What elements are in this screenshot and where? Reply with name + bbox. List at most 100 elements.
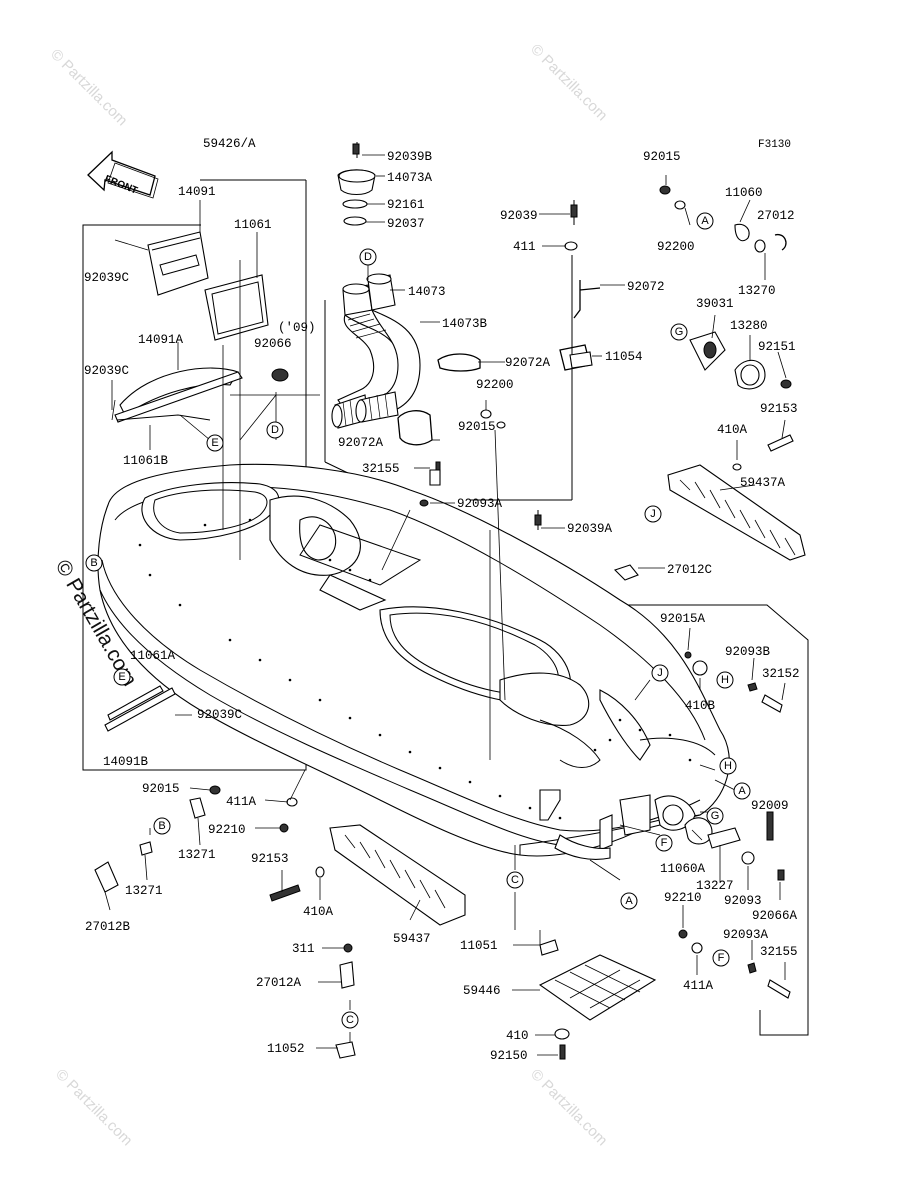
callout-92072A: 92072A [505, 356, 551, 370]
svg-text:C: C [511, 874, 519, 886]
callout-59426A: 59426/A [203, 137, 256, 151]
leader-lines [104, 154, 787, 1056]
callout-92039C: 92039C [84, 271, 129, 285]
callout-32152: 32152 [762, 667, 800, 681]
ref-marker-C: C [341, 1011, 359, 1029]
callout-92039B: 92039B [387, 150, 433, 164]
callout-410B: 410B [685, 699, 716, 713]
ref-marker-G: G [670, 323, 688, 341]
callout-411A: 411A [226, 795, 257, 809]
svg-text:D: D [271, 424, 279, 436]
callout-11061B: 11061B [123, 454, 169, 468]
callout-410: 410 [506, 1029, 529, 1043]
hardware-parts [419, 185, 806, 1060]
hull-body [97, 463, 730, 860]
ref-marker-D: D [266, 421, 284, 439]
ref-marker-A: A [620, 892, 638, 910]
callout-09: ('09) [278, 321, 316, 335]
svg-text:A: A [625, 895, 633, 907]
callout-92151: 92151 [758, 340, 796, 354]
callout-59437A: 59437A [740, 476, 786, 490]
svg-text:E: E [211, 437, 218, 449]
ref-marker-A: A [696, 212, 714, 230]
callout-92015: 92015 [142, 782, 180, 796]
ref-marker-G: G [706, 807, 724, 825]
ref-marker-D: D [359, 248, 377, 266]
svg-text:B: B [90, 557, 97, 569]
callout-13270: 13270 [738, 284, 776, 298]
callout-92210: 92210 [208, 823, 246, 837]
callout-92072A: 92072A [338, 436, 384, 450]
callout-11051: 11051 [460, 939, 498, 953]
callout-92150: 92150 [490, 1049, 528, 1063]
ref-marker-H: H [719, 757, 737, 775]
callout-411A: 411A [683, 979, 714, 993]
ref-marker-F: F [712, 949, 730, 967]
lower-left-parts [94, 785, 466, 1059]
callout-92015A: 92015A [660, 612, 706, 626]
svg-text:H: H [724, 760, 732, 772]
callout-14091B: 14091B [103, 755, 149, 769]
callout-92093A: 92093A [457, 497, 503, 511]
watermark-text: © Partzilla.com [52, 1066, 135, 1149]
callout-39031: 39031 [696, 297, 734, 311]
ref-marker-C: C [506, 871, 524, 889]
callout-92009: 92009 [751, 799, 789, 813]
watermark-text: © Partzilla.com [527, 41, 610, 124]
ref-marker-J: J [651, 664, 669, 682]
callout-411: 411 [513, 240, 536, 254]
callout-13280: 13280 [730, 319, 768, 333]
callout-92015: 92015 [643, 150, 681, 164]
svg-text:E: E [118, 671, 125, 683]
ref-marker-B: B [153, 817, 171, 835]
callout-92066: 92066 [254, 337, 292, 351]
svg-text:H: H [721, 674, 729, 686]
svg-text:G: G [675, 326, 684, 338]
svg-text:J: J [650, 508, 656, 520]
svg-text:G: G [711, 810, 720, 822]
ref-marker-H: H [716, 671, 734, 689]
callout-92153: 92153 [251, 852, 289, 866]
ref-marker-A: A [733, 782, 751, 800]
ref-marker-E: E [206, 434, 224, 452]
ref-marker-J: J [644, 505, 662, 523]
callout-92039A: 92039A [567, 522, 613, 536]
callout-27012C: 27012C [667, 563, 712, 577]
callout-11061: 11061 [234, 218, 272, 232]
callout-27012B: 27012B [85, 920, 131, 934]
callout-11060A: 11060A [660, 862, 706, 876]
callout-92210: 92210 [664, 891, 702, 905]
svg-text:A: A [738, 785, 746, 797]
watermark-text: © Partzilla.com [527, 1066, 610, 1149]
callout-92015: 92015 [458, 420, 496, 434]
callout-92039C: 92039C [84, 364, 129, 378]
callout-11060: 11060 [725, 186, 763, 200]
figure-code: F3130 [758, 139, 791, 151]
callout-92200: 92200 [657, 240, 695, 254]
callout-27012A: 27012A [256, 976, 302, 990]
svg-text:F: F [661, 837, 668, 849]
callout-92093A: 92093A [723, 928, 769, 942]
callout-13271: 13271 [178, 848, 216, 862]
svg-text:J: J [657, 667, 663, 679]
hatch-parts [104, 231, 289, 732]
callout-92039C: 92039C [197, 708, 242, 722]
callout-11054: 11054 [605, 350, 643, 364]
callout-92072: 92072 [627, 280, 665, 294]
ref-marker-F: F [655, 834, 673, 852]
part-callouts: 59426/A 14091 11061 92039C ('09) 92066 1… [84, 137, 800, 1063]
callout-14073B: 14073B [442, 317, 488, 331]
callout-92039: 92039 [500, 209, 538, 223]
callout-311: 311 [292, 942, 315, 956]
callout-32155: 32155 [362, 462, 400, 476]
ref-marker-E: E [113, 668, 131, 686]
callout-13271: 13271 [125, 884, 163, 898]
ref-marker-B: B [85, 554, 103, 572]
callout-14091A: 14091A [138, 333, 184, 347]
callout-14073: 14073 [408, 285, 446, 299]
callout-11061A: 11061A [130, 649, 176, 663]
duct-parts [331, 142, 481, 446]
callout-13227: 13227 [696, 879, 734, 893]
callout-410A: 410A [717, 423, 748, 437]
